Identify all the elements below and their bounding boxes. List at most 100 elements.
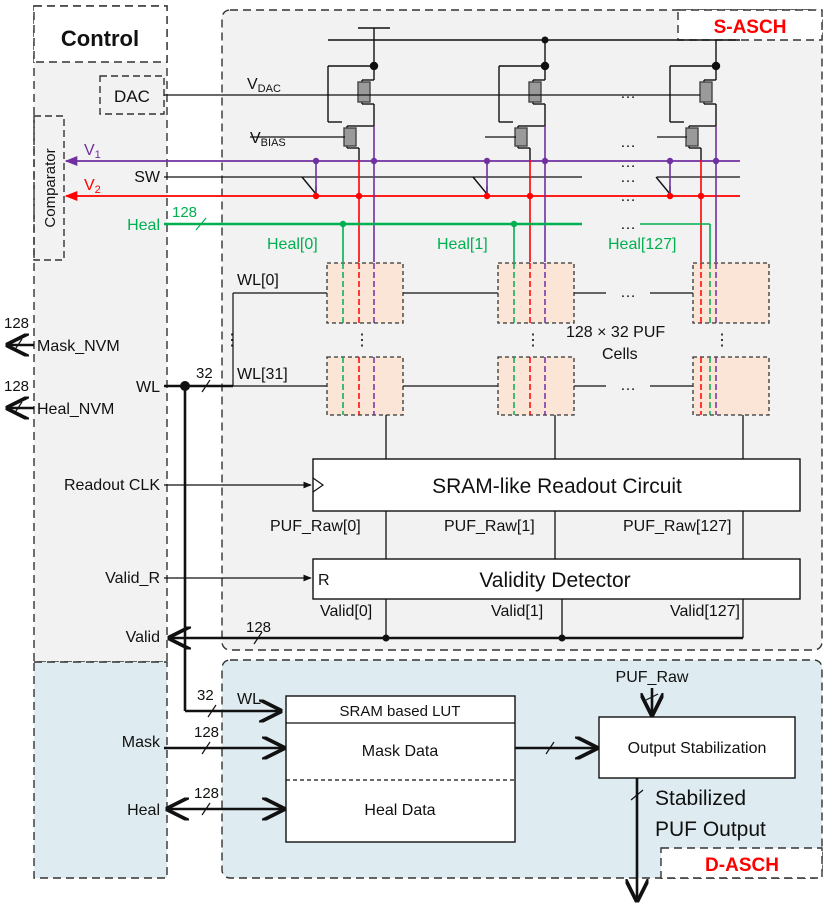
v2-line: V2 xyxy=(64,177,740,202)
mask-nvm-port: 128 Mask_NVM xyxy=(4,315,120,355)
puf-cells-line2: Cells xyxy=(602,346,638,363)
junction-dots xyxy=(312,157,720,200)
puf-cell-row31-col0 xyxy=(326,356,404,416)
vdac-line: VDAC xyxy=(164,76,700,96)
puf-cell-row31-col127 xyxy=(692,356,770,416)
puf-cells-line1: 128 × 32 PUF xyxy=(566,324,665,341)
valid-r-label: Valid_R xyxy=(105,570,160,587)
wl-bus: 32 xyxy=(164,365,280,711)
sasch-title-box xyxy=(677,9,823,41)
heal-bus-label: Heal xyxy=(127,217,160,234)
puf-cell-row0-col0 xyxy=(326,262,404,324)
heal-bus-width: 128 xyxy=(172,204,197,221)
supply-rail xyxy=(328,27,740,66)
bias-column-1 xyxy=(498,61,550,160)
output-stabilization-label: Output Stabilization xyxy=(628,740,767,757)
puf-cell-row0-col1 xyxy=(497,262,575,324)
heal-nvm-label: Heal_NVM xyxy=(37,401,114,418)
valid-lines xyxy=(385,599,744,638)
bitlines-to-readout xyxy=(385,415,744,459)
validity-detector-box xyxy=(312,558,801,600)
sram-lut: SRAM based LUT Mask Data Heal Data xyxy=(285,695,516,843)
stabilized-output: Stabilized PUF Output xyxy=(631,778,766,900)
svg-text:VDAC: VDAC xyxy=(247,76,281,95)
lut-heal-data: Heal Data xyxy=(364,802,435,819)
heal-bus-data-width: 128 xyxy=(194,785,219,802)
wl-port-label: WL xyxy=(136,379,160,396)
readout-circuit-box xyxy=(312,458,801,512)
puf-raw-input: PUF_Raw xyxy=(616,669,689,714)
vbias-line: VBIAS xyxy=(250,130,687,149)
v1-line: V1 xyxy=(64,142,740,167)
validity-reset-label: R xyxy=(318,572,330,589)
lut-wl-width: 32 xyxy=(197,687,214,704)
puf-cell-row0-col127 xyxy=(692,262,770,324)
stabilized-line1: Stabilized xyxy=(655,787,746,810)
wl-vdots: ⋮ xyxy=(224,332,240,349)
supply-junction xyxy=(541,36,549,44)
readout-circuit-label: SRAM-like Readout Circuit xyxy=(432,475,682,498)
puf-raw-input-label: PUF_Raw xyxy=(616,669,689,686)
cell-vdots-1: ⋮ xyxy=(525,332,541,349)
validity-detector-label: Validity Detector xyxy=(479,569,630,592)
lut-wl-slash xyxy=(207,704,217,718)
cell-vdots-0: ⋮ xyxy=(354,332,370,349)
col-ellipsis-5: … xyxy=(620,188,636,205)
valid-0-label: Valid[0] xyxy=(320,603,372,620)
valid-1-label: Valid[1] xyxy=(491,603,543,620)
heal-col-1-label: Heal[1] xyxy=(437,236,488,253)
heal-nvm-port: 128 Heal_NVM xyxy=(4,378,114,418)
readout-clk-label: Readout CLK xyxy=(64,477,160,494)
dasch-title-box xyxy=(660,847,823,879)
wl-row-lines xyxy=(232,292,693,387)
mask-nvm-label: Mask_NVM xyxy=(37,338,120,355)
lut-title: SRAM based LUT xyxy=(340,703,461,720)
col-ellipsis-6: … xyxy=(620,216,636,233)
valid-bus: 128 xyxy=(170,619,743,644)
heal-col-127-label: Heal[127] xyxy=(608,236,677,253)
mask-port-label: Mask xyxy=(122,734,161,751)
valid-bus-width: 128 xyxy=(246,619,271,636)
control-title: Control xyxy=(61,26,139,51)
col-ellipsis-4: … xyxy=(620,169,636,186)
puf-raw-1-label: PUF_Raw[1] xyxy=(444,518,535,535)
comparator-box xyxy=(33,115,65,261)
wl-row-0-label: WL[0] xyxy=(237,272,279,289)
svg-text:V1: V1 xyxy=(84,142,101,161)
heal-nvm-width: 128 xyxy=(4,378,29,395)
col-ellipsis-2: … xyxy=(620,134,636,151)
sasch-title: S-ASCH xyxy=(714,17,787,38)
sw-label: SW xyxy=(134,169,161,186)
puf-raw-0-label: PUF_Raw[0] xyxy=(270,518,361,535)
heal-col-0-label: Heal[0] xyxy=(267,236,318,253)
readout-clock-symbol xyxy=(312,477,325,493)
sasch-block xyxy=(221,9,823,651)
stabilized-line2: PUF Output xyxy=(655,818,766,841)
svg-text:VBIAS: VBIAS xyxy=(250,130,286,149)
column-signal-drops xyxy=(315,126,717,262)
comparator-label: Comparator xyxy=(42,148,59,227)
mask-nvm-width: 128 xyxy=(4,315,29,332)
lut-mask-data: Mask Data xyxy=(362,743,439,760)
heal-data-bus: 128 xyxy=(168,785,283,815)
col-ellipsis-3: … xyxy=(620,154,636,171)
puf-raw-127-label: PUF_Raw[127] xyxy=(623,518,732,535)
mask-bus: 128 xyxy=(164,724,283,754)
row-ellipsis-31: … xyxy=(620,377,636,394)
valid-127-label: Valid[127] xyxy=(670,603,740,620)
wl-bus-width: 32 xyxy=(196,365,213,382)
dasch-title: D-ASCH xyxy=(705,855,779,876)
heal-bus: Heal 128 Heal[0] Heal[1] Heal[127] xyxy=(127,204,711,262)
sw-line: SW xyxy=(134,169,740,186)
puf-cell-row31-col1 xyxy=(497,356,575,416)
lut-wl-label: WL xyxy=(237,691,261,708)
wl-row-31-label: WL[31] xyxy=(237,366,288,383)
output-stabilization-box xyxy=(598,716,796,779)
svg-text:V2: V2 xyxy=(84,177,101,196)
col-ellipsis-1: … xyxy=(620,85,636,102)
dac-label: DAC xyxy=(114,87,150,106)
valid-port-label: Valid xyxy=(126,629,160,646)
cell-vdots-127: ⋮ xyxy=(714,332,730,349)
row-ellipsis-0: … xyxy=(620,284,636,301)
mask-bus-width: 128 xyxy=(194,724,219,741)
